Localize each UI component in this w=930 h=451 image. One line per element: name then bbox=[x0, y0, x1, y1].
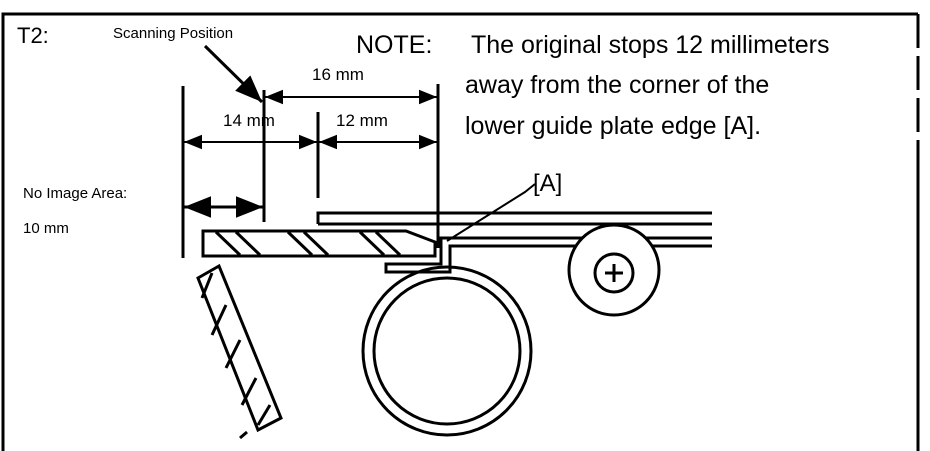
note-line-1: The original stops 12 millimeters bbox=[471, 31, 829, 59]
dimension-right-label: 12 mm bbox=[336, 111, 388, 130]
scanning-drum bbox=[361, 265, 533, 437]
dimension-left-label: 14 mm bbox=[223, 111, 275, 130]
no-image-area-value: 10 mm bbox=[23, 220, 69, 237]
scanning-position-label: Scanning Position bbox=[113, 25, 233, 42]
note-line-2: away from the corner of the bbox=[465, 71, 769, 99]
note-text: NOTE: The original stops 12 millimeters … bbox=[356, 31, 829, 140]
original-document bbox=[201, 229, 437, 258]
upper-guide-plate bbox=[316, 211, 712, 226]
no-image-area-label: No Image Area: bbox=[23, 185, 127, 202]
dimension-total-label: 16 mm bbox=[312, 65, 364, 84]
drive-roller bbox=[567, 223, 661, 317]
frame-border bbox=[1, 12, 920, 451]
figure-id-label: T2: bbox=[17, 23, 49, 48]
lower-guide-plate bbox=[384, 236, 712, 274]
dimension-arrows bbox=[184, 89, 437, 218]
slanted-document bbox=[196, 263, 283, 440]
note-lead: NOTE: bbox=[356, 31, 432, 59]
note-line-3: lower guide plate edge [A]. bbox=[465, 112, 761, 140]
callout-a-leader bbox=[446, 183, 536, 242]
callout-a-label: [A] bbox=[533, 170, 562, 197]
reference-lines bbox=[181, 84, 440, 258]
scanning-position-arrow bbox=[203, 44, 264, 104]
